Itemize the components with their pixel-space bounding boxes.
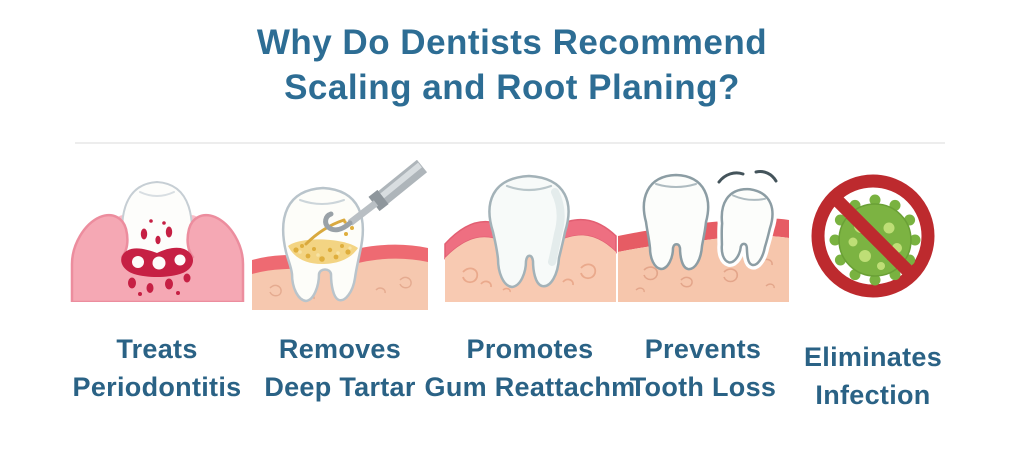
benefit-label: Promotes Gum Reattachm xyxy=(424,334,636,402)
title-line-2: Scaling and Root Planing? xyxy=(284,68,740,107)
benefit-item-periodontitis: Treats Periodontitis xyxy=(52,160,262,406)
benefit-item-tartar: Removes Deep Tartar xyxy=(240,160,440,406)
benefit-item-infection: Eliminates Infection xyxy=(778,160,968,414)
title-line-1: Why Do Dentists Recommend xyxy=(256,23,768,62)
benefit-label: Treats Periodontitis xyxy=(72,334,242,402)
benefit-label: Removes Deep Tartar xyxy=(264,334,416,402)
page-title: Why Do Dentists Recommend Scaling and Ro… xyxy=(0,20,1024,110)
no-infection-germ-icon xyxy=(811,174,935,298)
benefit-label: Prevents Tooth Loss xyxy=(629,334,777,402)
benefit-label: Eliminates Infection xyxy=(803,342,943,410)
benefit-item-gum-reattachment: Promotes Gum Reattachm xyxy=(425,160,635,406)
healthy-gum-tooth-icon xyxy=(443,174,617,302)
divider xyxy=(75,142,945,144)
inflamed-gums-bleeding-tooth-icon xyxy=(70,180,244,302)
loose-tooth-icon xyxy=(617,170,789,302)
benefit-item-tooth-loss: Prevents Tooth Loss xyxy=(608,160,798,406)
dental-scaler-tartar-icon xyxy=(252,160,428,310)
